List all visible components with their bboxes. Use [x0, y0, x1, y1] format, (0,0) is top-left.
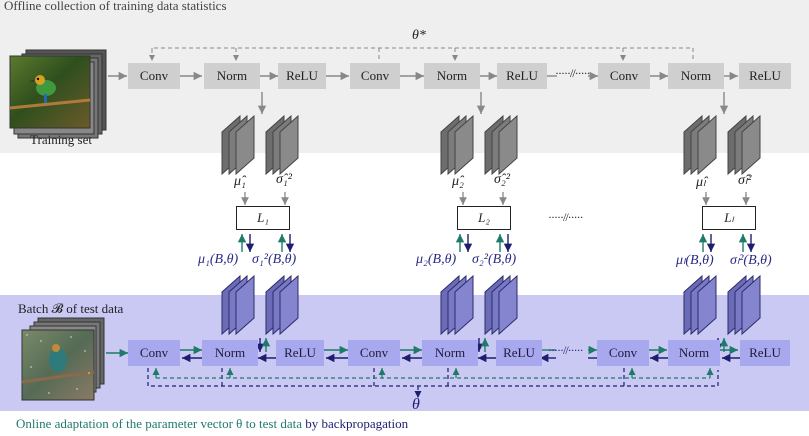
test-batch-label: Batch 𝓑 of test data: [18, 301, 124, 316]
sigma-hat-2: σ̂₂²: [494, 172, 510, 187]
test-layer-separator: ·····//·····: [548, 343, 584, 357]
sigma-2-batch: σ₂²(B,θ): [472, 252, 517, 267]
theta-update-lines: [147, 368, 719, 398]
relu-block-2: ReLU: [497, 63, 547, 89]
norm-block-2: Norm: [424, 63, 480, 89]
mu-hat-2: μ̂₂: [452, 174, 464, 189]
relu-block-1: ReLU: [278, 63, 326, 89]
noisy-bird-image-stack: [21, 317, 105, 401]
sigma-l-batch: σₗ²(B,θ): [730, 253, 772, 268]
norm-block-test-l: Norm: [668, 340, 720, 366]
conv-block-2: Conv: [350, 63, 400, 89]
sigma-1-batch: σ₁²(B,θ): [252, 252, 297, 267]
conv-block-test-2: Conv: [348, 340, 400, 366]
relu-block-l: ReLU: [739, 63, 791, 89]
relu-block-test-1: ReLU: [276, 340, 324, 366]
sigma-hat-l: σ̂ₗ²: [738, 173, 752, 188]
offline-title: Offline collection of training data stat…: [4, 0, 227, 13]
stat-to-loss-arrows: [241, 192, 750, 205]
loss-separator: ·····//·····: [548, 210, 584, 224]
norm-block-test-1: Norm: [202, 340, 258, 366]
theta-star-label: θ*: [412, 28, 426, 43]
caption-part3: backpropagation: [321, 416, 409, 431]
mu-1-batch: μ₁(B,θ): [198, 252, 239, 267]
theta-label: θ: [412, 396, 420, 413]
sigma-hat-1: σ̂₁²: [276, 172, 292, 187]
feature-map-stack: [221, 274, 761, 336]
norm-block-test-2: Norm: [422, 340, 478, 366]
bird-image-stack: [9, 49, 107, 139]
loss-box-2: L₂: [457, 206, 511, 230]
bottom-flow-arrows: [106, 345, 738, 358]
theta-star-lines: [149, 47, 694, 67]
relu-block-test-l: ReLU: [740, 340, 790, 366]
conv-block-test-l: Conv: [597, 340, 649, 366]
adaptation-caption: Online adaptation of the parameter vecto…: [16, 416, 408, 432]
mu-hat-l: μ̂ₗ: [696, 175, 706, 190]
training-set-label: Training set: [30, 132, 92, 147]
loss-box-1: L₁: [236, 206, 290, 230]
mu-l-batch: μₗ(B,θ): [676, 253, 714, 268]
caption-part2: by: [305, 416, 319, 431]
relu-block-test-2: ReLU: [496, 340, 542, 366]
mu-hat-1: μ̂₁: [234, 174, 246, 189]
layer-separator: ·····//·····: [555, 66, 591, 80]
loss-box-l: Lₗ: [702, 206, 756, 230]
mu-2-batch: μ₂(B,θ): [416, 252, 457, 267]
conv-block-test-1: Conv: [128, 340, 180, 366]
loss-gradient-arrows: [237, 234, 756, 252]
top-flow-arrows: [108, 71, 738, 114]
norm-block-l: Norm: [668, 63, 724, 89]
caption-part1: Online adaptation of the parameter vecto…: [16, 416, 302, 431]
conv-block-1: Conv: [128, 63, 180, 89]
conv-block-l: Conv: [598, 63, 650, 89]
feature-map-stack: [221, 114, 761, 176]
norm-block-1: Norm: [204, 63, 260, 89]
